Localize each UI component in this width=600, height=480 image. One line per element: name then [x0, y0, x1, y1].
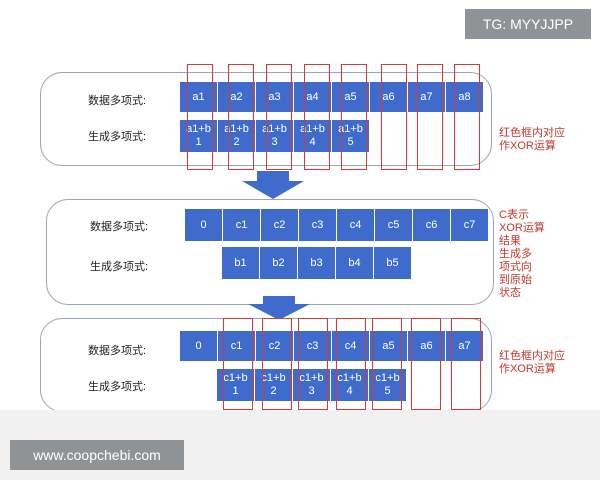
cell-text: a1+b — [224, 123, 249, 135]
xor-highlight-box — [228, 64, 254, 170]
cell-text: 4 — [346, 385, 353, 397]
panel-3-note-line: 作XOR运算 — [499, 363, 556, 375]
data-cell: a2 — [218, 82, 256, 112]
cell-text: a1+b — [338, 123, 363, 135]
panel-3-gen-label: 生成多项式: — [88, 381, 147, 393]
cell-text: 2 — [233, 136, 240, 148]
cell-text: a1+b — [186, 123, 211, 135]
cell-text: 1 — [195, 136, 202, 148]
xor-highlight-box — [381, 64, 407, 170]
data-cell: c6 — [413, 209, 451, 241]
xor-highlight-box — [266, 64, 292, 170]
cell-text: 4 — [309, 136, 316, 148]
cell-text: 2 — [270, 385, 277, 397]
down-arrow-icon — [242, 171, 304, 199]
xor-highlight-box — [304, 64, 330, 170]
xor-highlight-box — [223, 318, 253, 410]
xor-highlight-box — [451, 318, 481, 410]
panel-1-gen-label: 生成多项式: — [88, 131, 147, 143]
panel-3-data-label: 数据多项式: — [88, 345, 147, 357]
data-cell: c1 — [218, 331, 256, 361]
panel-1-note-line: 作XOR运算 — [499, 140, 556, 152]
watermark-top-text: TG: MYYJJPP — [482, 16, 574, 32]
panel-2-note-line: C表示 — [499, 209, 529, 221]
panel-2-note-line: 生成多 — [499, 248, 532, 260]
data-cell: a6 — [408, 331, 446, 361]
gen-cell: b5 — [374, 247, 412, 279]
xor-highlight-box — [411, 318, 441, 410]
cell-text: c1+b — [337, 372, 362, 384]
cell-text: 3 — [271, 136, 278, 148]
cell-text: 5 — [347, 136, 354, 148]
panel-3-note-line: 红色框内对应 — [499, 350, 565, 362]
data-cell: a7 — [446, 331, 484, 361]
xor-highlight-box — [417, 64, 443, 170]
xor-highlight-box — [372, 318, 402, 410]
cell-text: a1+b — [262, 123, 287, 135]
cell-text: c1+b — [299, 372, 324, 384]
gen-cell: b2 — [260, 247, 298, 279]
xor-highlight-box — [341, 64, 367, 170]
cell-text: c1+b — [261, 372, 286, 384]
watermark-bottom: www.coopchebi.com — [10, 440, 184, 470]
down-arrow-icon — [248, 296, 310, 320]
data-cell: c5 — [375, 209, 413, 241]
cell-text: a1+b — [300, 123, 325, 135]
panel-1-note-line: 红色框内对应 — [499, 127, 565, 139]
cell-text: 3 — [308, 385, 315, 397]
panel-3-note: 红色框内对应 作XOR运算 — [499, 350, 565, 376]
data-cell: a3 — [256, 82, 294, 112]
panel-2-note-line: 到原始 — [499, 274, 532, 286]
gen-cell: b1 — [222, 247, 260, 279]
data-cell: c4 — [337, 209, 375, 241]
data-cell: c4 — [332, 331, 370, 361]
panel-2-note-line: 结果 — [499, 235, 521, 247]
data-cell: c7 — [451, 209, 489, 241]
cell-text: c1+b — [375, 372, 400, 384]
watermark-top: TG: MYYJJPP — [465, 9, 591, 39]
data-cell: c1 — [223, 209, 261, 241]
data-cell: c3 — [299, 209, 337, 241]
xor-highlight-box — [336, 318, 366, 410]
panel-2-note-line: 项式向 — [499, 261, 532, 273]
panel-1-data-label: 数据多项式: — [88, 95, 147, 107]
data-cell: a7 — [408, 82, 446, 112]
xor-highlight-box — [187, 64, 213, 170]
data-cell: 0 — [180, 331, 218, 361]
data-cell: c3 — [294, 331, 332, 361]
cell-text: 5 — [384, 385, 391, 397]
data-cell: 0 — [185, 209, 223, 241]
panel-2-note-line: XOR运算 — [499, 222, 545, 234]
panel-2-note: C表示 XOR运算 结果 生成多 项式向 到原始 状态 — [499, 209, 545, 300]
panel-2-data-label: 数据多项式: — [90, 221, 149, 233]
xor-highlight-box — [454, 64, 480, 170]
cell-text: c1+b — [223, 372, 248, 384]
data-cell: a5 — [332, 82, 370, 112]
data-cell: a6 — [370, 82, 408, 112]
watermark-bottom-text: www.coopchebi.com — [33, 447, 161, 463]
data-cell: a1 — [180, 82, 218, 112]
data-cell: a8 — [446, 82, 484, 112]
cell-text: 1 — [232, 385, 239, 397]
panel-2-note-line: 状态 — [499, 287, 521, 299]
panel-2-gen-label: 生成多项式: — [90, 261, 149, 273]
panel-1-note: 红色框内对应 作XOR运算 — [499, 127, 565, 153]
data-cell: a4 — [294, 82, 332, 112]
xor-highlight-box — [262, 318, 292, 410]
data-cell: c2 — [261, 209, 299, 241]
gen-cell: b3 — [298, 247, 336, 279]
xor-highlight-box — [298, 318, 328, 410]
gen-cell: b4 — [336, 247, 374, 279]
